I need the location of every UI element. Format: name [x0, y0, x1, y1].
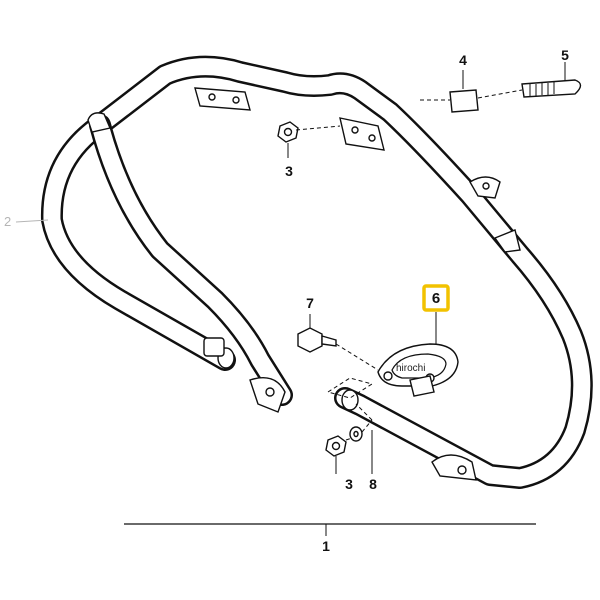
callout-8-label: 8 — [369, 476, 377, 492]
callout-2: 2 — [4, 214, 49, 229]
lower-right-foot — [431, 454, 477, 481]
callout-6: 6 — [422, 284, 450, 312]
callout-2-label: 2 — [4, 214, 11, 229]
nut-part-upper — [277, 121, 299, 158]
callout-1-label: 1 — [322, 538, 330, 554]
watermark-text: hirochi — [396, 363, 425, 374]
callout-1: 1 — [124, 523, 536, 554]
lower-left-foot — [249, 377, 286, 413]
callout-5-label: 5 — [561, 47, 569, 63]
callout-4-label: 4 — [459, 52, 467, 68]
upper-right-bracket — [339, 117, 385, 151]
left-mount-tab — [87, 112, 111, 133]
crash-bar-tube — [40, 55, 593, 489]
callout-7-label: 7 — [306, 295, 314, 311]
tube-collar — [203, 337, 225, 357]
bolt-part — [297, 314, 337, 353]
right-lower-tab — [493, 229, 521, 253]
upper-mount-bracket — [194, 87, 251, 111]
callout-6-label: 6 — [432, 290, 440, 307]
clamp-part — [377, 312, 459, 397]
highlight-box — [422, 284, 450, 312]
callout-3-upper-label: 3 — [285, 163, 293, 179]
tube-end-cap — [341, 389, 359, 411]
right-mount-tab — [469, 176, 501, 199]
nut-part-lower — [325, 435, 347, 474]
washer-part — [349, 426, 373, 474]
rubber-block-part — [449, 70, 479, 113]
assembly-lines — [295, 89, 523, 441]
u-bolt-part — [521, 62, 582, 98]
callout-3-lower-label: 3 — [345, 476, 353, 492]
